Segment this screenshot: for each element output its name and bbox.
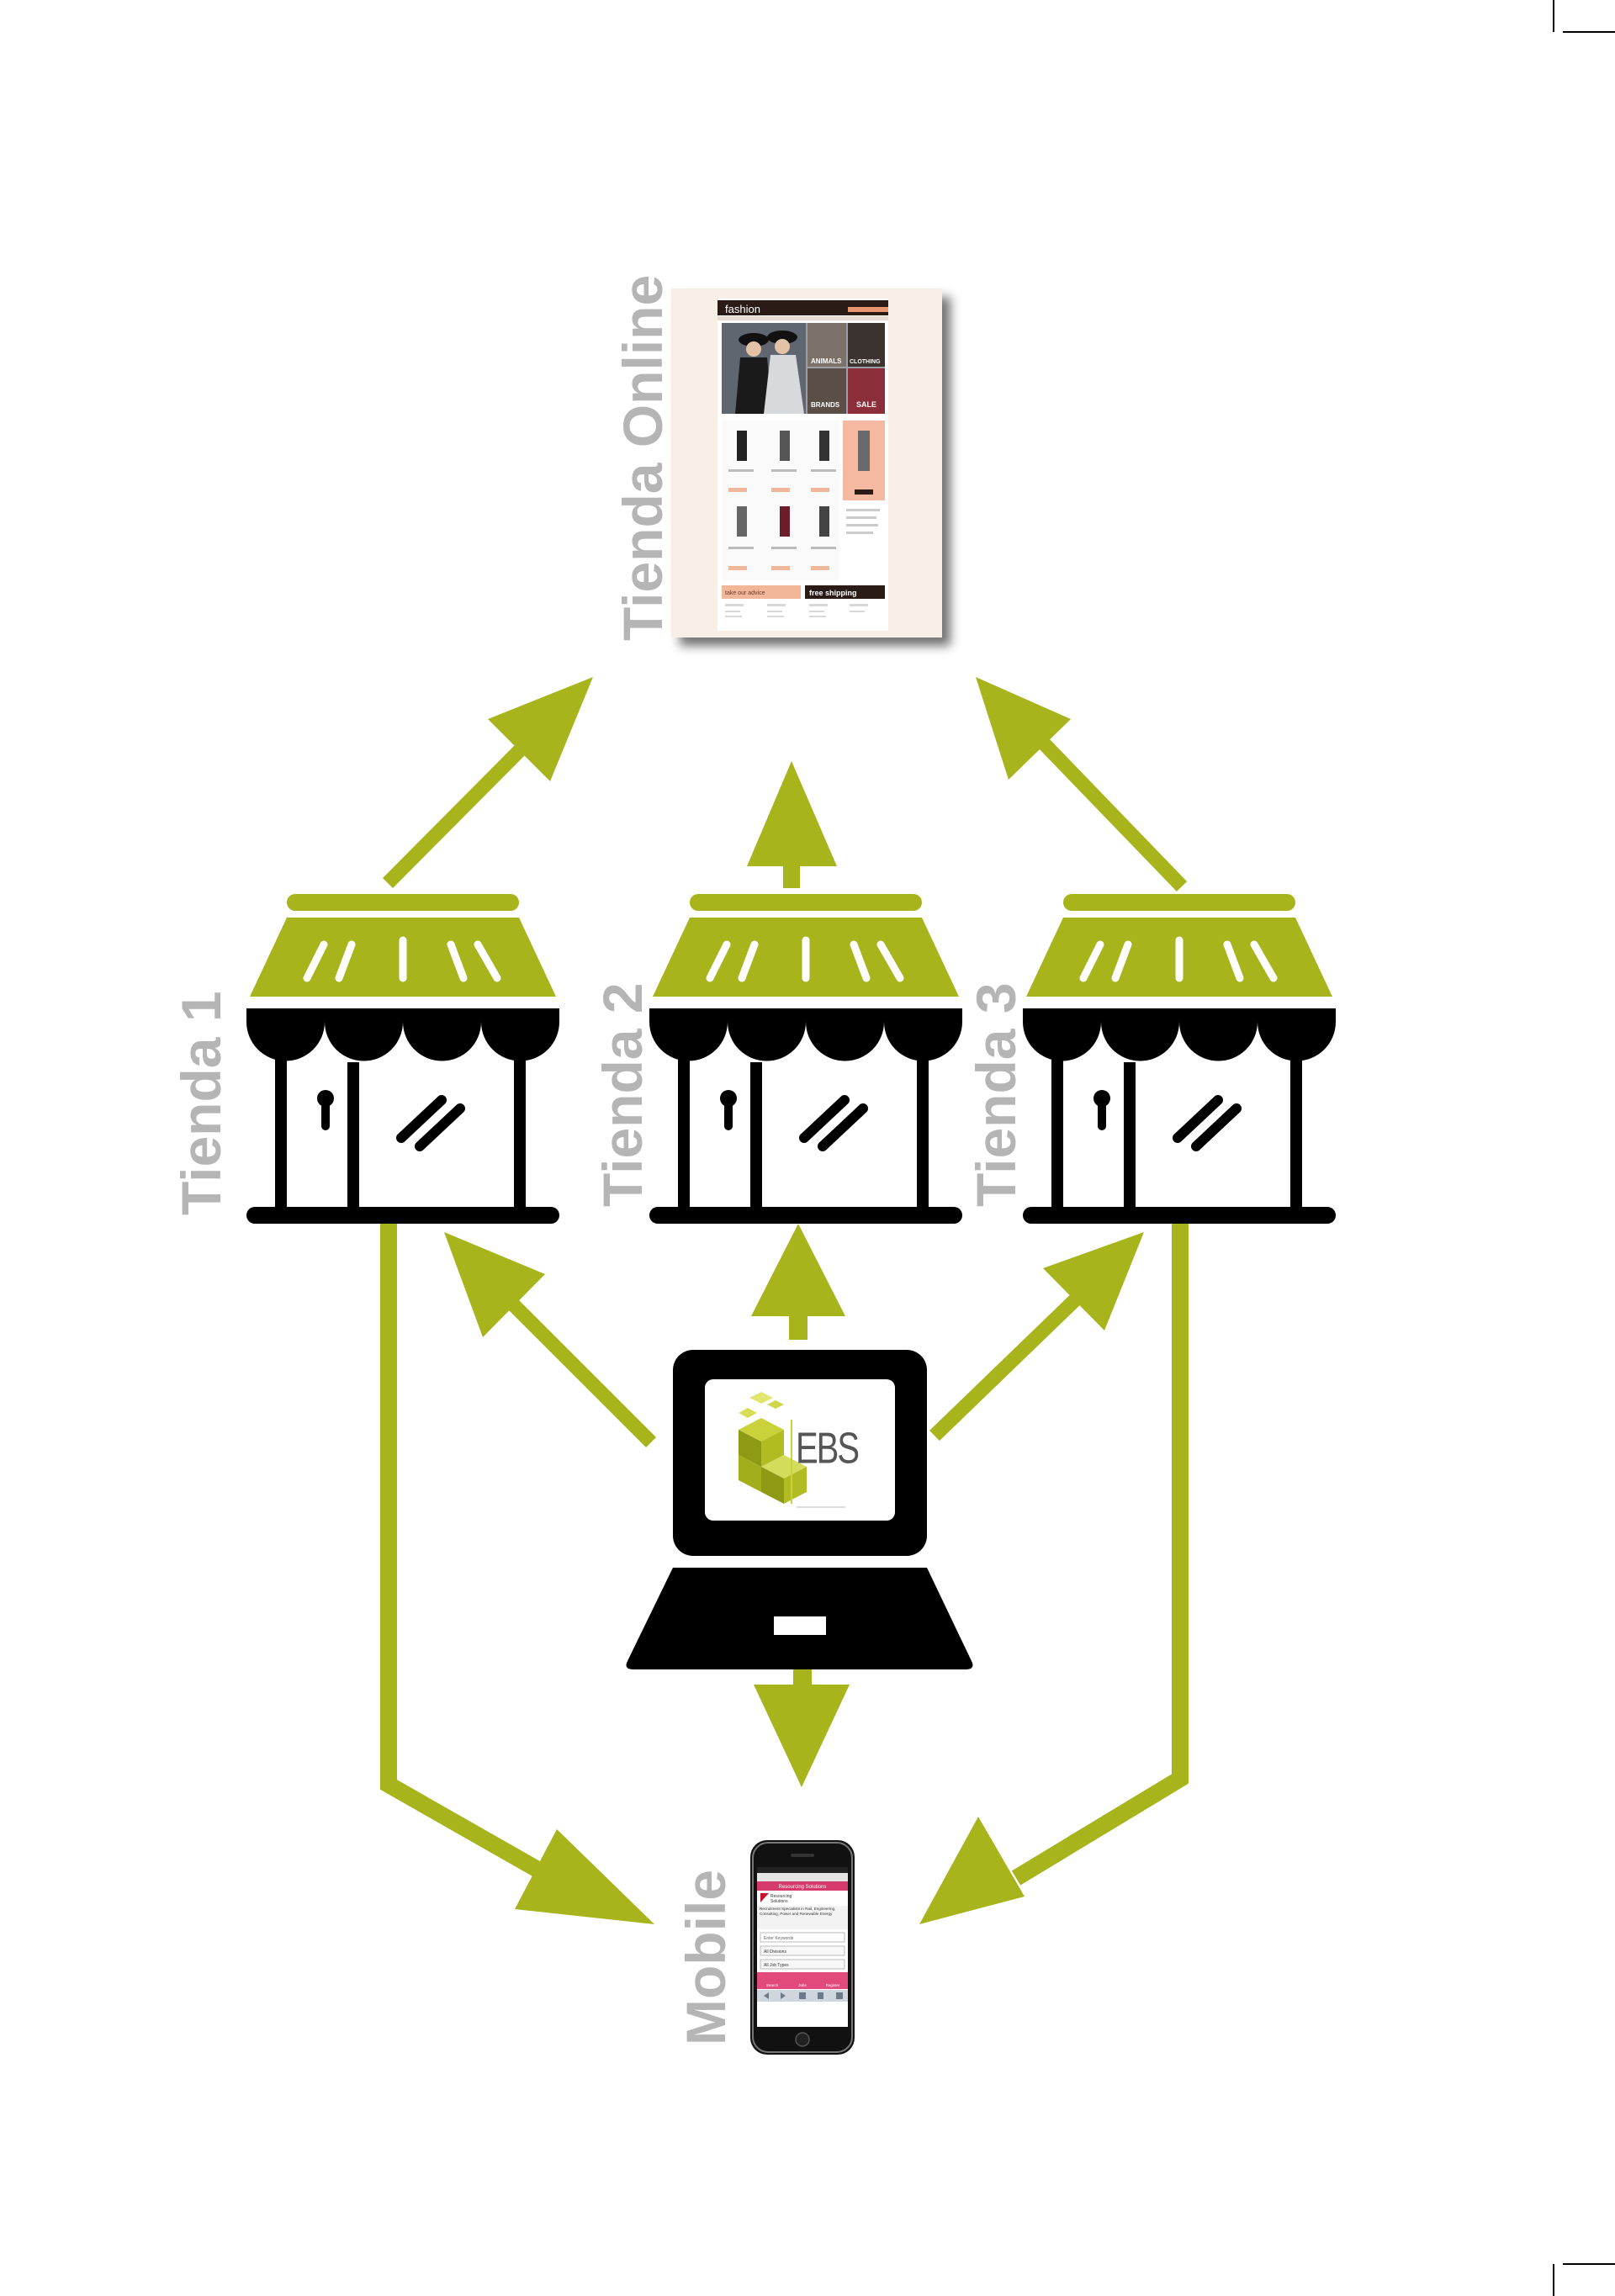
arrow-store3-to-mobile	[1011, 1221, 1189, 1886]
crop-marks	[1553, 0, 1615, 2296]
store-1-icon	[246, 894, 559, 1224]
mobile-field-keywords[interactable]: Enter Keywords	[764, 1936, 794, 1941]
mobile-description: Recruitment Specialists in Rail, Enginee…	[760, 1907, 836, 1916]
mobile-tab-search[interactable]: Search	[766, 1983, 779, 1987]
arrow-store1-to-mobile	[380, 1221, 555, 1885]
arrowhead-store1-to-mobile	[515, 1829, 654, 1924]
promo-sale: SALE	[856, 400, 876, 409]
label-store-2: Tienda 2	[591, 982, 654, 1207]
arrowhead-store2-to-online	[747, 761, 837, 866]
online-store-screenshot: fashion ANIMALS CLOTHING BRANDS SALE	[671, 288, 942, 637]
ebs-logo-text: EBS	[796, 1423, 858, 1472]
online-banner-right: free shipping	[809, 589, 857, 597]
mobile-phone: Resourcing Solutions Resourcing Solution…	[750, 1840, 855, 2055]
mobile-logo-line2: Solutions	[770, 1899, 788, 1904]
arrowhead-laptop-to-store3	[1043, 1232, 1144, 1331]
laptop-icon: EBS	[626, 1350, 973, 1669]
arrowhead-store1-to-online	[488, 677, 593, 781]
label-online-store: Tienda Online	[612, 275, 674, 641]
mobile-tab-register[interactable]: Register	[826, 1983, 840, 1987]
label-store-3: Tienda 3	[965, 982, 1027, 1207]
arrowhead-laptop-to-mobile	[754, 1685, 850, 1787]
online-banner-left: take our advice	[725, 590, 765, 596]
arrow-store3-to-online	[1037, 738, 1188, 891]
promo-brands: BRANDS	[811, 401, 840, 409]
arrowhead-laptop-to-store1	[444, 1232, 545, 1337]
online-brand: fashion	[725, 303, 760, 315]
label-store-1: Tienda 1	[170, 991, 232, 1215]
label-mobile: Mobile	[675, 1870, 737, 2045]
mobile-field-jobtypes[interactable]: All Job Types	[764, 1963, 789, 1968]
promo-clothing: CLOTHING	[850, 359, 881, 365]
arrowhead-laptop-to-store2	[751, 1224, 845, 1316]
mobile-header: Resourcing Solutions	[779, 1885, 827, 1890]
mobile-logo-line1: Resourcing	[770, 1894, 792, 1899]
store-3-icon	[1023, 894, 1336, 1224]
arrowhead-store3-to-online	[976, 677, 1071, 780]
mobile-tab-jobs[interactable]: Jobs	[798, 1983, 807, 1987]
arrow-laptop-to-store1	[500, 1292, 657, 1448]
product-grid	[722, 421, 885, 580]
store-2-icon	[649, 894, 962, 1224]
arrow-group	[380, 677, 1189, 1924]
mobile-field-divisions[interactable]: All Divisions	[764, 1949, 786, 1955]
promo-animals: ANIMALS	[811, 357, 842, 365]
ebs-logo: EBS	[739, 1392, 860, 1508]
arrowhead-store3-to-mobile	[919, 1817, 1025, 1924]
arrow-store1-to-online	[382, 742, 529, 888]
arrow-laptop-to-store3	[929, 1287, 1088, 1442]
